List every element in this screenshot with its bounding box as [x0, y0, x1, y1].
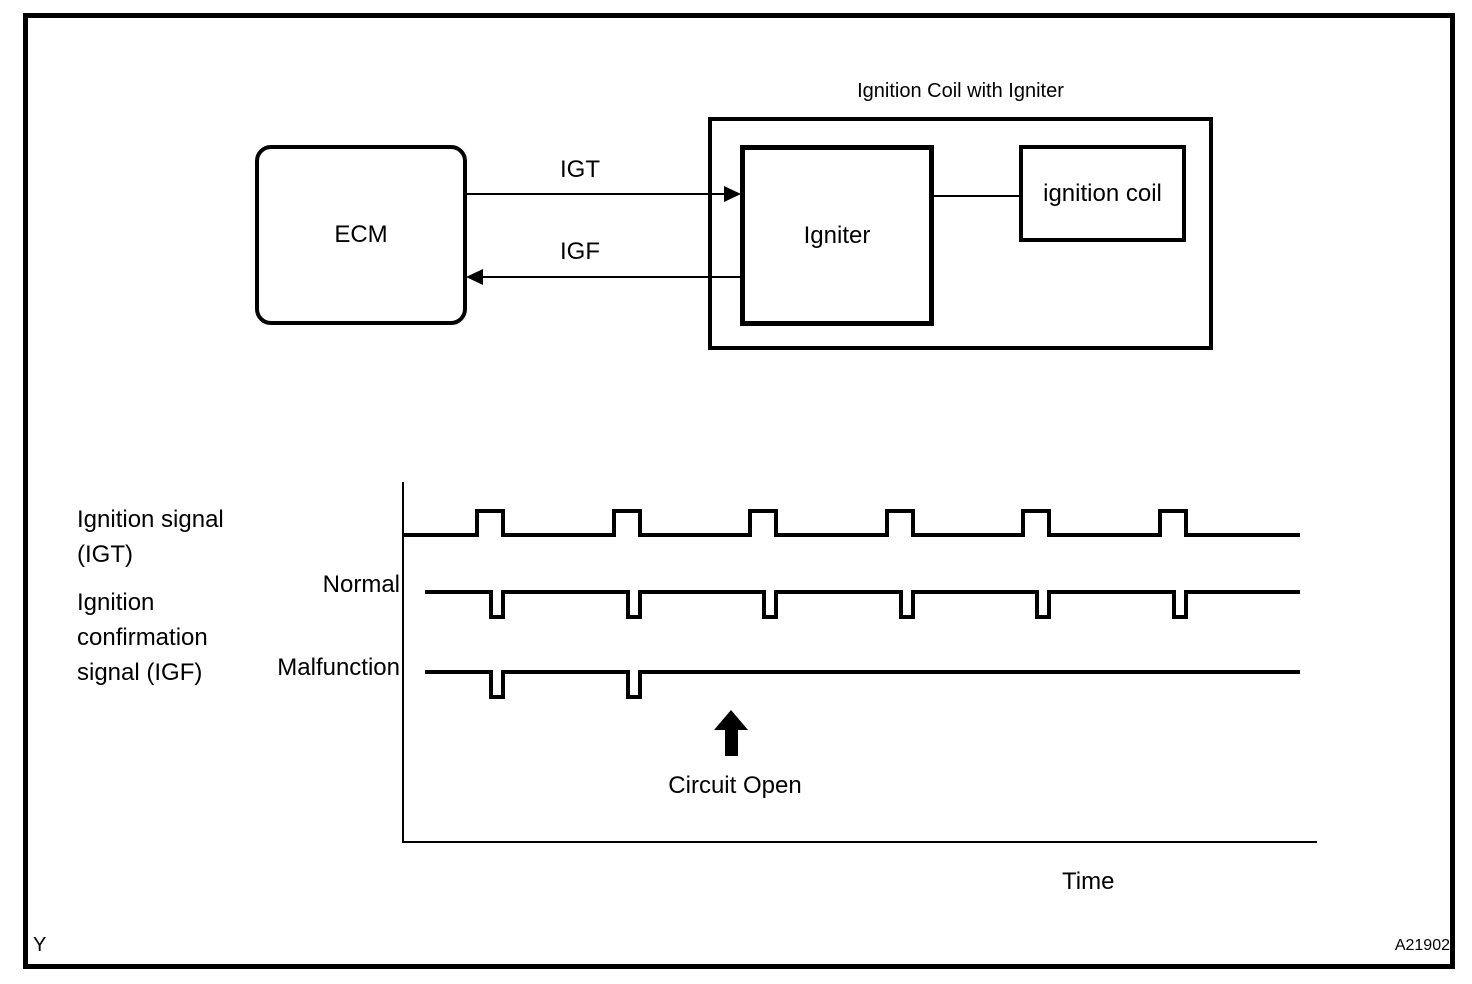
circuit-open-annotation: Circuit Open — [668, 772, 802, 799]
arrow-up-icon — [725, 728, 738, 756]
y-marker-label: Y — [33, 934, 47, 956]
ignition-coil-box: ignition coil — [1019, 145, 1186, 242]
igf-signal-line — [483, 276, 740, 278]
arrow-left-icon — [466, 269, 483, 285]
waveform-time-axis — [402, 841, 1317, 843]
time-axis-label: Time — [1062, 868, 1115, 895]
arrow-up-icon — [714, 710, 748, 730]
igniter-assembly-title: Ignition Coil with Igniter — [857, 80, 1064, 102]
ecm-box: ECM — [255, 145, 467, 325]
ignition-coil-label: ignition coil — [1043, 179, 1162, 207]
waveform-y-axis — [402, 482, 404, 842]
normal-row-label: Normal — [322, 571, 400, 598]
igf-label: IGF — [560, 238, 600, 265]
ecm-label: ECM — [334, 221, 388, 248]
igniter-label: Igniter — [803, 221, 871, 249]
figure-frame — [23, 13, 1455, 969]
igniter-box: Igniter — [740, 145, 934, 326]
igt-signal-line — [467, 193, 726, 195]
igt-label: IGT — [560, 156, 600, 183]
ignition-signal-row-label: Ignition signal (IGT) — [77, 506, 224, 568]
malfunction-row-label: Malfunction — [277, 654, 400, 681]
ignition-confirmation-row-label: Ignition confirmation signal (IGF) — [77, 589, 208, 686]
igniter-coil-connector-line — [934, 195, 1019, 197]
arrow-right-icon — [724, 186, 741, 202]
figure-code-label: A21902 — [1394, 937, 1450, 954]
